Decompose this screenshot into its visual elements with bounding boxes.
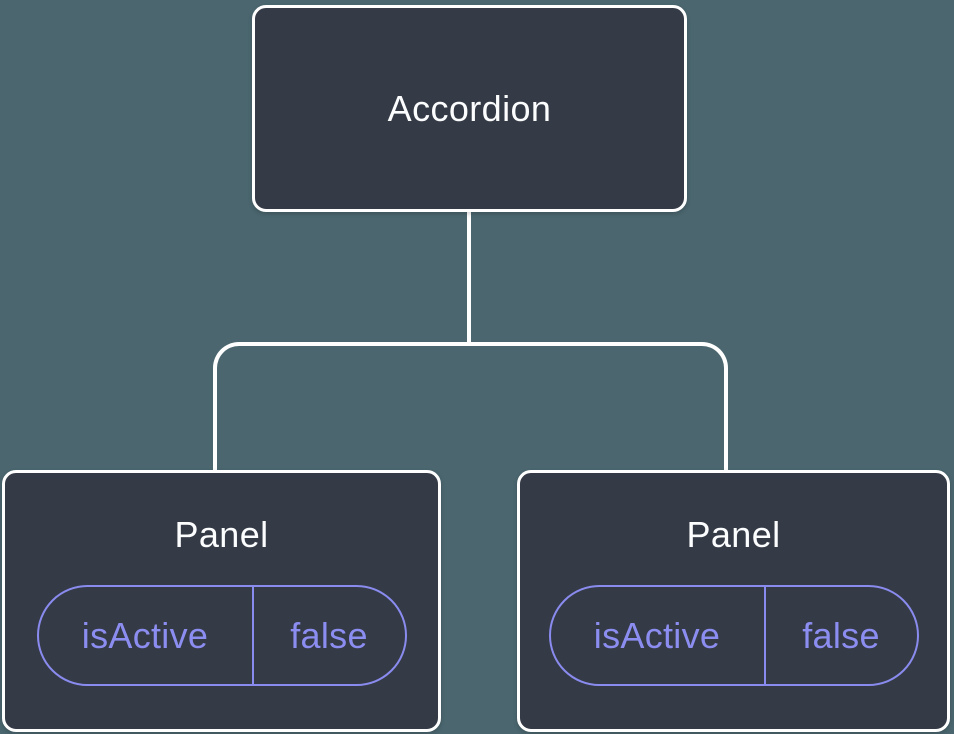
connector-branch-bracket <box>213 342 728 470</box>
component-node-accordion: Accordion <box>252 5 687 212</box>
state-pill-right: isActive false <box>548 585 919 686</box>
component-node-panel-left: Panel isActive false <box>2 470 441 732</box>
state-pill-left: isActive false <box>36 585 407 686</box>
node-label-panel-left: Panel <box>174 514 269 555</box>
component-node-panel-right: Panel isActive false <box>517 470 950 732</box>
node-label-accordion: Accordion <box>387 87 552 129</box>
node-label-panel-right: Panel <box>686 514 781 555</box>
state-value-left: false <box>290 614 368 656</box>
connector-root-stem <box>467 209 471 345</box>
state-key-left: isActive <box>39 587 254 684</box>
state-key-right: isActive <box>551 587 766 684</box>
state-value-right: false <box>802 614 880 656</box>
